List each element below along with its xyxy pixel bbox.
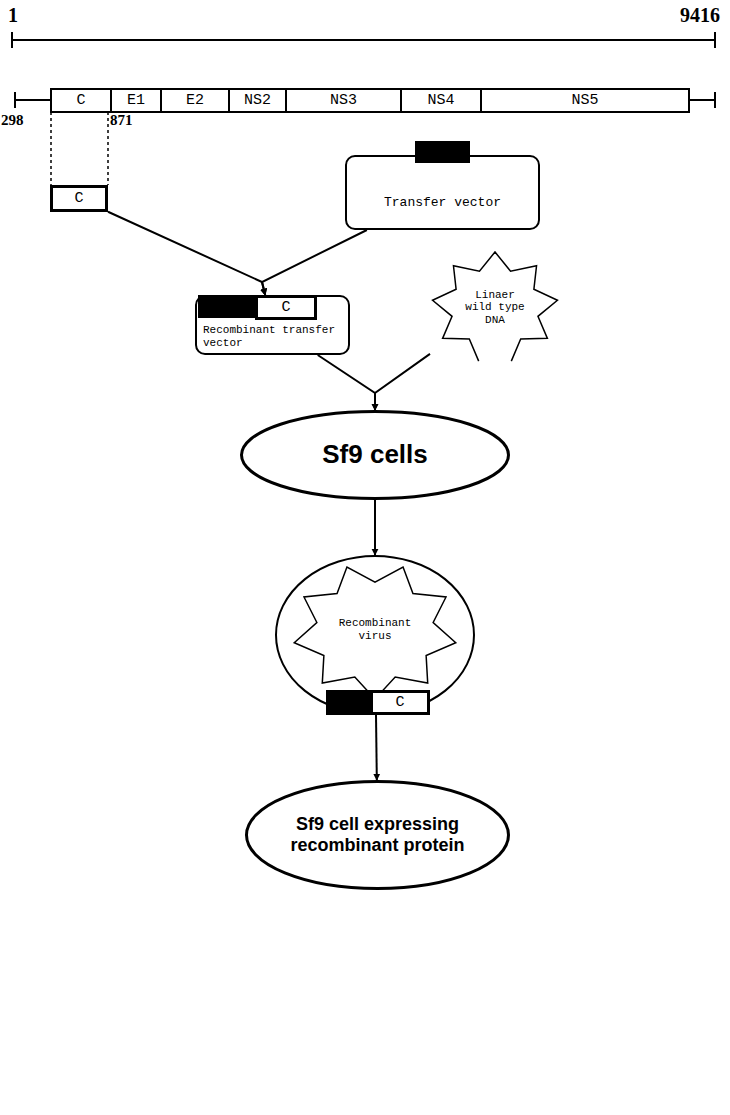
node-text: C [53, 188, 105, 209]
node-text: C [258, 298, 314, 317]
node-text: NS2 [230, 90, 285, 111]
node-text: E2 [162, 90, 228, 111]
gene-box: C [50, 185, 108, 212]
node-text: NS4 [402, 90, 480, 111]
ruler-tick [714, 32, 716, 48]
flow-arrow [318, 355, 375, 410]
flow-arrow [108, 212, 265, 295]
projection-line [107, 112, 109, 185]
dna-shape: Linaer wild type DNA [430, 250, 560, 365]
genome-end-tick [14, 92, 16, 108]
virus-circle: C Recombinant virus [275, 555, 475, 715]
projection-line [50, 112, 52, 185]
node-text: Sf9 cells [240, 410, 510, 500]
node-text: Transfer vector [347, 179, 538, 228]
flow-arrow [262, 230, 367, 295]
outline-ellipse [276, 556, 474, 714]
genome-end-tick [714, 92, 716, 108]
gene-box: C [370, 690, 430, 715]
gene-box: C [50, 88, 112, 113]
ruler-tick [11, 32, 13, 48]
node-text: C [373, 693, 427, 712]
node-text: NS3 [287, 90, 400, 111]
node-text: Linaer wild type DNA [460, 250, 530, 365]
vector-box: C Recombinant transfer vector [195, 295, 350, 355]
cell-ellipse: Sf9 cell expressing recombinant protein [245, 780, 510, 890]
genome-position: 1 [8, 4, 18, 27]
gene-box: NS3 [285, 88, 402, 113]
gene-box: E2 [160, 88, 230, 113]
node-text: C [52, 90, 110, 111]
flow-arrow [374, 500, 376, 555]
node-text: Sf9 cell expressing recombinant protein [285, 780, 470, 890]
gene-box: C [255, 295, 317, 320]
cell-ellipse: Sf9 cells [240, 410, 510, 500]
viral-dna [294, 567, 456, 699]
node-text: E1 [112, 90, 160, 111]
node-text: Recombinant virus [335, 595, 415, 665]
nucleotide-position: 871 [110, 112, 133, 129]
utr-line [690, 99, 715, 101]
flow-arrow [375, 715, 378, 780]
gene-box: NS2 [228, 88, 287, 113]
gene-box: NS4 [400, 88, 482, 113]
utr-line [15, 99, 50, 101]
gene-box: NS5 [480, 88, 690, 113]
flow-arrow [375, 354, 430, 410]
node-text: Recombinant transfer vector [203, 323, 342, 351]
genome-ruler [12, 39, 715, 41]
gene-box: E1 [110, 88, 162, 113]
nucleotide-position: 298 [1, 112, 24, 129]
genome-position: 9416 [680, 4, 720, 27]
node-text: NS5 [482, 90, 688, 111]
vector-box: Transfer vector [345, 155, 540, 230]
